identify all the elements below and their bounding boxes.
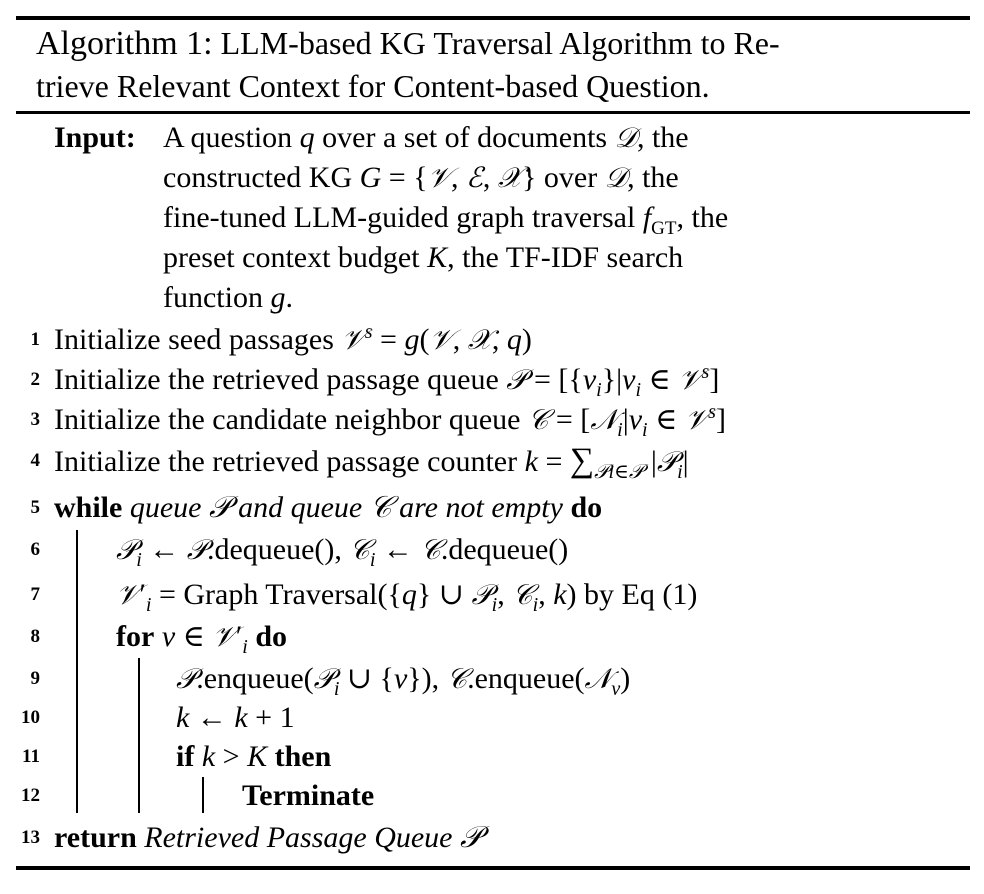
algorithm-line-4: Initialize the retrieved passage counter…: [54, 442, 689, 483]
algorithm-line-10: k ← k + 1: [176, 701, 295, 734]
line-number: 9: [30, 668, 41, 689]
input-label: Input:: [54, 121, 136, 154]
bottom-rule: [16, 866, 970, 870]
top-rule: [16, 16, 970, 20]
line-number: 6: [30, 539, 41, 560]
input-text-line-4: preset context budget K, the TF-IDF sear…: [163, 241, 684, 274]
algorithm-line-7: 𝒱′i = Graph Traversal({q} ∪ 𝒫i, 𝒞i, k) b…: [116, 578, 698, 616]
algorithm-line-3: Initialize the candidate neighbor queue …: [54, 401, 726, 441]
algorithm-title-line2: trieve Relevant Context for Content-base…: [36, 68, 710, 104]
algorithm-line-1: Initialize seed passages 𝒱s = g(𝒱, 𝒳, q): [54, 321, 532, 356]
algorithm-line-8: for v ∈ 𝒱′i do: [116, 620, 287, 658]
return-value: Retrieved Passage Queue 𝒫: [144, 821, 482, 854]
for-keyword: for: [116, 620, 155, 653]
if-keyword: if: [176, 740, 195, 773]
input-text-line-5: function g.: [163, 281, 293, 314]
input-text-line-2: constructed KG G = {𝒱, ℰ, 𝒳} over 𝒟, the: [163, 161, 679, 194]
line-number: 4: [30, 450, 41, 471]
line-number: 1: [30, 329, 41, 350]
algorithm-line-5: while queue 𝒫 and queue 𝒞 are not empty …: [54, 488, 602, 528]
line-number: 12: [21, 785, 40, 806]
algorithm-line-13: return Retrieved Passage Queue 𝒫: [54, 818, 482, 858]
algorithm-line-9: 𝒫.enqueue(𝒫i ∪ {v}), 𝒞.enqueue(𝒩v): [176, 662, 631, 700]
then-keyword: then: [274, 740, 332, 773]
line-number: 7: [30, 584, 41, 605]
algorithm-line-2: Initialize the retrieved passage queue 𝒫…: [54, 361, 720, 401]
do-keyword: do: [255, 620, 287, 653]
algorithm-line-11: if k > K then: [176, 740, 332, 773]
input-text-line-3: fine-tuned LLM-guided graph traversal fG…: [163, 201, 729, 239]
algorithm-label: Algorithm 1:: [36, 25, 213, 62]
line-number: 5: [30, 497, 41, 518]
line-number: 10: [21, 707, 40, 728]
while-condition: queue 𝒫 and queue 𝒞 are not empty: [129, 491, 563, 524]
algorithm-title: Algorithm 1: LLM-based KG Traversal Algo…: [36, 22, 956, 107]
line-number: 2: [30, 369, 41, 390]
algorithm-line-12: Terminate: [242, 776, 374, 816]
line-number: 11: [22, 746, 40, 767]
algorithm-line-6: 𝒫i ← 𝒫.dequeue(), 𝒞i ← 𝒞.dequeue(): [116, 533, 569, 571]
terminate-keyword: Terminate: [242, 779, 375, 812]
if-scope-bar: [202, 777, 204, 813]
while-scope-bar: [76, 530, 78, 813]
line-number: 8: [30, 626, 41, 647]
input-text-line-1: A question q over a set of documents 𝒟, …: [163, 121, 689, 154]
header-rule: [16, 111, 970, 114]
do-keyword: do: [570, 491, 603, 524]
while-keyword: while: [54, 491, 123, 524]
algorithm-title-text: LLM-based KG Traversal Algorithm to Re-: [212, 25, 780, 61]
for-scope-bar: [138, 658, 140, 813]
return-keyword: return: [54, 821, 137, 854]
line-number: 3: [30, 409, 41, 430]
line-number: 13: [21, 827, 40, 848]
